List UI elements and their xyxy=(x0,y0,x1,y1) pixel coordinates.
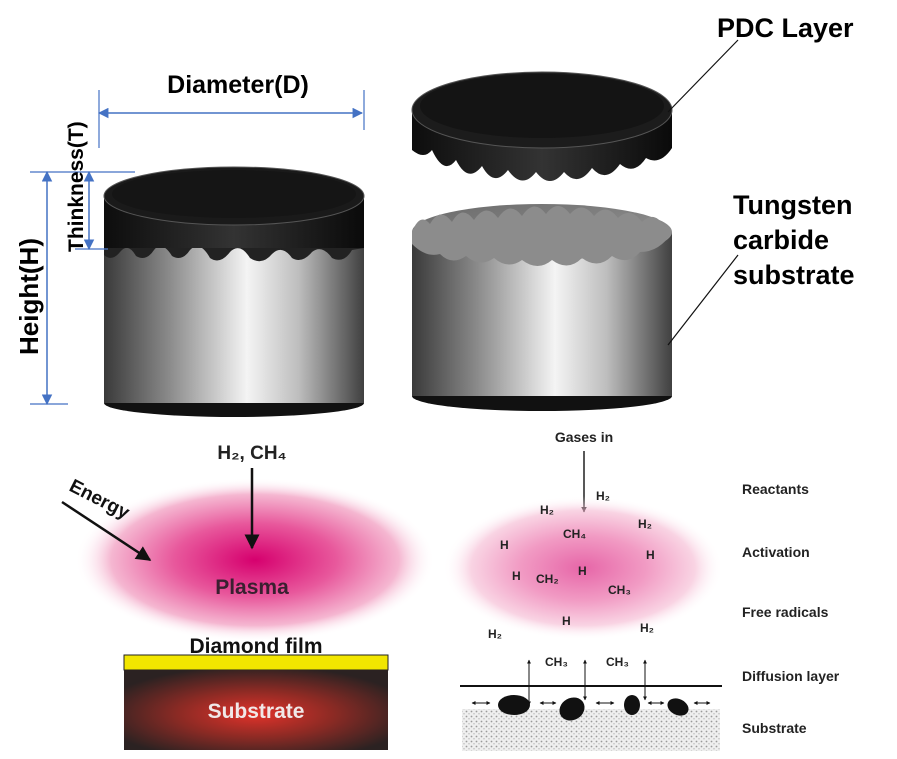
substrate-label-line-2: carbide xyxy=(733,225,829,255)
growth-mechanism: Gases in H₂ H₂ CH₄ H₂ H H H CH₂ H CH₃ H … xyxy=(443,429,840,751)
molecule-label: H xyxy=(578,564,587,578)
pdc-layer-part xyxy=(411,71,673,181)
cvd-schematic: H₂, CH₄ Energy Plasma Diamond film Subst… xyxy=(61,443,435,750)
surface-ch3-label: CH₃ xyxy=(545,655,568,669)
diamond-nucleus xyxy=(667,698,689,716)
assembled-cutter xyxy=(103,166,365,417)
surface-ch3-label: CH₃ xyxy=(606,655,629,669)
energy-label: Energy xyxy=(66,476,133,524)
activation-cloud xyxy=(443,496,723,640)
molecule-label: CH₃ xyxy=(608,583,631,597)
diamond-nucleus xyxy=(498,695,530,715)
substrate-block-label: Substrate xyxy=(208,700,305,723)
stage-label: Activation xyxy=(742,544,810,560)
molecule-label: H₂ xyxy=(596,489,610,503)
diameter-label: Diameter(D) xyxy=(167,71,309,99)
dimension-annotations xyxy=(30,90,365,406)
pdc-layer-leader xyxy=(667,39,739,113)
molecule-label: H₂ xyxy=(640,621,654,635)
gas-label: H₂, CH₄ xyxy=(217,443,286,464)
molecule-label: H xyxy=(646,548,655,562)
molecule-label: H₂ xyxy=(540,503,554,517)
diamond-nucleus xyxy=(624,695,640,715)
substrate-dotted xyxy=(462,709,720,751)
molecule-label: H₂ xyxy=(488,627,502,641)
gases-in-label: Gases in xyxy=(555,429,613,445)
diamond-film-label: Diamond film xyxy=(189,635,322,658)
plasma-label: Plasma xyxy=(215,576,289,599)
molecule-label: H xyxy=(512,569,521,583)
substrate-label-line-1: Tungsten xyxy=(733,190,852,220)
energy-arrow xyxy=(61,500,152,562)
molecule-label: CH₄ xyxy=(563,527,586,541)
plasma-cloud xyxy=(75,478,435,642)
stage-label: Substrate xyxy=(742,720,807,736)
thickness-label: Thinkness(T) xyxy=(65,121,88,252)
molecule-label: CH₂ xyxy=(536,572,559,586)
substrate-block xyxy=(124,670,388,750)
substrate-leader xyxy=(667,254,739,346)
stage-label: Diffusion layer xyxy=(742,668,840,684)
height-label: Height(H) xyxy=(14,238,44,355)
stage-label: Reactants xyxy=(742,481,809,497)
pdc-layer-label: PDC Layer xyxy=(717,13,854,43)
stage-label: Free radicals xyxy=(742,604,829,620)
substrate-label-line-3: substrate xyxy=(733,260,855,290)
molecule-label: H xyxy=(562,614,571,628)
diamond-nucleus xyxy=(559,697,585,721)
molecule-label: H₂ xyxy=(638,517,652,531)
molecule-label: H xyxy=(500,538,509,552)
diamond-film-layer xyxy=(123,654,389,671)
substrate-part xyxy=(412,204,672,411)
